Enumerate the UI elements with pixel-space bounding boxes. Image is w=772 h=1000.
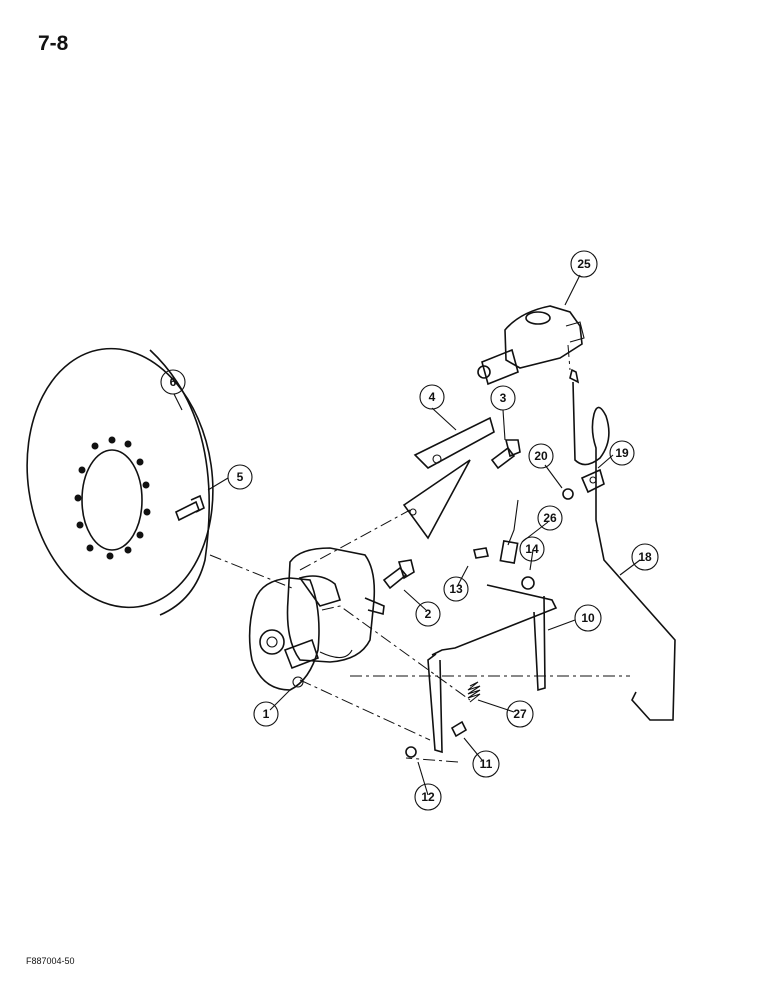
callout-label: 10 [581,611,595,625]
callout-label: 20 [534,449,548,463]
switch-screw [473,547,489,559]
bracket-screw [450,720,468,738]
callout-label: 1 [263,707,270,721]
bracket-nut [405,746,417,758]
brake-disc [26,347,214,616]
callout-label: 12 [421,790,435,804]
return-spring [467,681,481,703]
bracket-plate [402,416,495,540]
clip-nut [562,488,574,500]
figure-code: F887004-50 [26,956,75,966]
callout-13: 13 [443,576,469,602]
brake-switch-cable [499,499,519,564]
callout-label: 4 [429,390,436,404]
callout-label: 18 [638,550,652,564]
callout-25: 25 [570,250,598,278]
callout-19: 19 [609,440,635,466]
callout-label: 25 [577,257,591,271]
page-number: 7-8 [38,32,69,55]
callout-label: 11 [480,757,493,771]
brake-line [569,368,676,721]
callout-20: 20 [528,443,554,469]
disc-mounting-bolt [174,494,205,522]
callout-5: 5 [227,464,253,490]
callout-1: 1 [253,701,279,727]
callout-14: 14 [519,536,545,562]
callout-11: 11 [472,750,500,778]
callout-6: 6 [160,369,186,395]
callout-4: 4 [419,384,445,410]
callout-label: 14 [525,542,539,556]
callout-label: 19 [615,446,629,460]
callout-label: 5 [237,470,244,484]
callout-label: 2 [425,607,432,621]
callout-label: 26 [543,511,557,525]
callout-10: 10 [574,604,602,632]
bracket-bolt [490,439,521,470]
leader-lines [173,274,641,796]
master-cylinder [477,305,585,386]
mounting-bracket [427,584,558,754]
callout-12: 12 [414,783,442,811]
caliper-assembly [248,547,385,691]
callout-label: 6 [170,375,177,389]
line-clip [580,468,605,494]
callout-18: 18 [631,543,659,571]
callout-3: 3 [490,385,516,411]
callout-2: 2 [415,601,441,627]
callout-label: 13 [449,582,463,596]
callout-label: 3 [500,391,507,405]
callout-label: 27 [513,707,527,721]
caliper-bolt [382,559,415,590]
callout-27: 27 [506,700,534,728]
assembly-lines [209,344,630,763]
disc-bolt-holes [74,436,151,560]
callout-26: 26 [537,505,563,531]
switch-nut [521,576,535,590]
